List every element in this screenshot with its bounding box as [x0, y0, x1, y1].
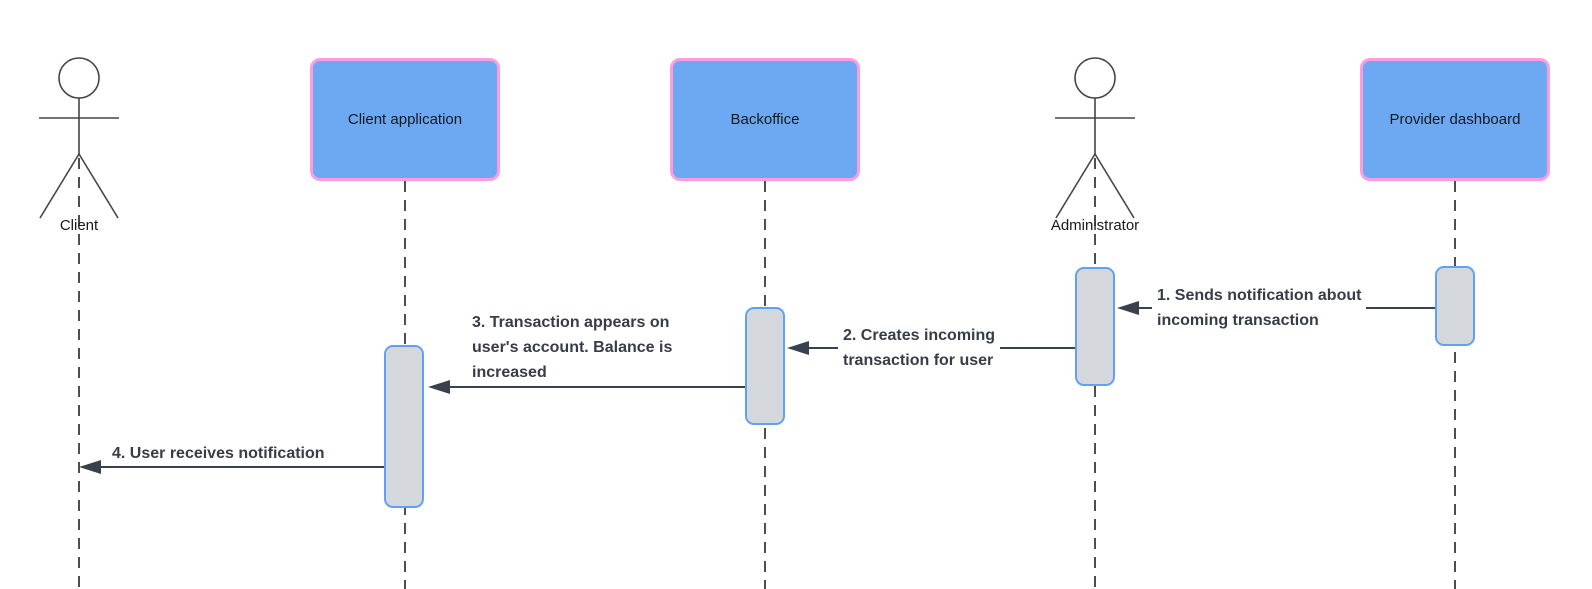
client-actor-icon[interactable]: [39, 57, 119, 219]
message-4-arrowhead-icon: [79, 460, 101, 474]
message-4-arrow[interactable]: [79, 460, 385, 474]
activation-bar-backoffice[interactable]: [745, 307, 785, 425]
message-1-label: 1. Sends notification about incoming tra…: [1152, 283, 1367, 333]
message-1-arrowhead-icon: [1117, 301, 1139, 315]
participant-box-client-application[interactable]: Client application: [310, 58, 500, 181]
message-text-line: increased: [472, 364, 547, 381]
activation-bar-client-application[interactable]: [384, 345, 424, 508]
actor-head: [1074, 57, 1116, 99]
message-text-line: 1. Sends notification about: [1157, 287, 1362, 304]
message-text-line: user's account. Balance is: [472, 339, 673, 356]
actor-leg-left: [39, 153, 80, 219]
message-text-line: 4. User receives notification: [112, 445, 325, 462]
actor-leg-left: [1055, 153, 1096, 219]
message-text-line: 2. Creates incoming: [843, 327, 996, 344]
participant-box-provider-dashboard[interactable]: Provider dashboard: [1360, 58, 1550, 181]
participant-label: Backoffice: [730, 111, 800, 128]
actor-leg-right: [78, 153, 119, 219]
activation-bar-provider-dashboard[interactable]: [1435, 266, 1475, 346]
activation-bar-administrator[interactable]: [1075, 267, 1115, 386]
actor-client-label: Client: [59, 217, 99, 234]
message-text-line: incoming transaction: [1157, 312, 1319, 329]
message-text-line: 3. Transaction appears on: [472, 314, 670, 331]
message-2-arrowhead-icon: [787, 341, 809, 355]
message-text-line: transaction for user: [843, 352, 994, 369]
message-4-label: 4. User receives notification: [107, 441, 330, 466]
participant-label: Provider dashboard: [1389, 111, 1521, 128]
actor-head: [58, 57, 100, 99]
actor-leg-right: [1094, 153, 1135, 219]
message-3-arrow[interactable]: [428, 380, 745, 394]
actor-administrator-label: Administrator: [1050, 217, 1140, 234]
participant-label: Client application: [347, 111, 463, 128]
participant-box-backoffice[interactable]: Backoffice: [670, 58, 860, 181]
message-3-arrowhead-icon: [428, 380, 450, 394]
message-2-label: 2. Creates incoming transaction for user: [838, 323, 1001, 373]
administrator-actor-icon[interactable]: [1055, 57, 1135, 219]
message-3-label: 3. Transaction appears on user's account…: [467, 310, 678, 385]
